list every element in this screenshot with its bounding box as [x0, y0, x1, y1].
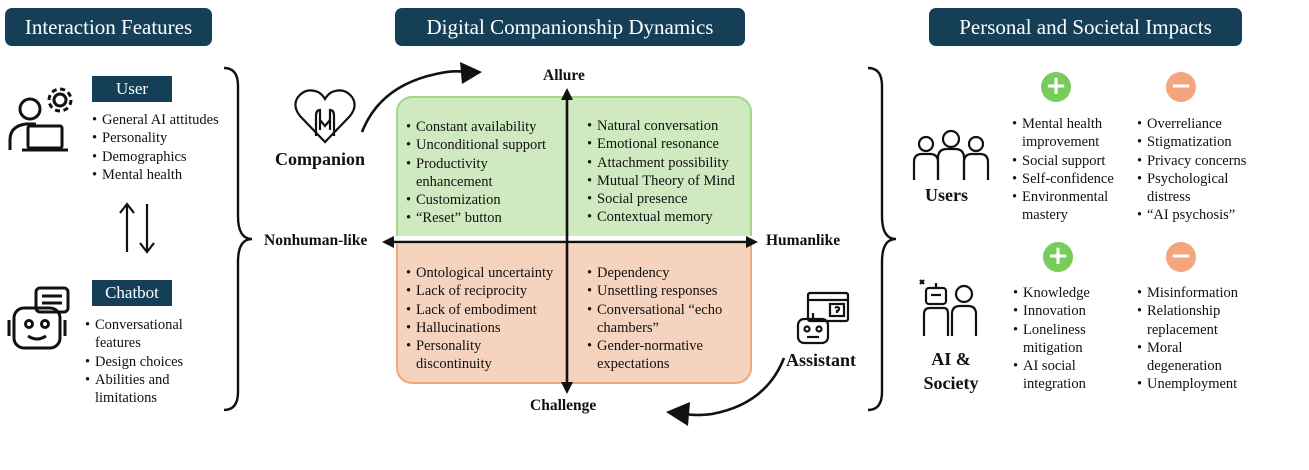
- heart-hands-icon: [294, 89, 356, 144]
- list-item: Customization: [406, 191, 566, 210]
- axis-label-nonhuman-like: Nonhuman-like: [264, 232, 368, 249]
- list-item: Unconditional support: [406, 136, 566, 155]
- list-item: Ontological uncertainty: [406, 264, 566, 283]
- list-item: Attachment possibility: [587, 154, 749, 173]
- users-positive-icon: +: [1041, 72, 1071, 102]
- chatbot-robot-icon: [7, 286, 70, 350]
- list-item: Lack of reciprocity: [406, 282, 566, 301]
- ai-society-positive-list: Knowledge Innovation Loneliness mitigati…: [1013, 284, 1113, 394]
- users-negative-icon: −: [1166, 72, 1196, 102]
- list-item: Conversational features: [85, 316, 205, 353]
- axis-label-challenge: Challenge: [530, 397, 597, 414]
- list-item: Lack of embodiment: [406, 301, 566, 320]
- header-personal-societal-impacts: Personal and Societal Impacts: [929, 8, 1242, 46]
- list-item: Self-confidence: [1012, 170, 1124, 189]
- list-item: Abilities and limitations: [85, 371, 205, 408]
- left-brace: [223, 66, 253, 412]
- list-item: Gender-normative expectations: [587, 337, 729, 374]
- list-item: Demographics: [92, 148, 232, 167]
- assistant-label: Assistant: [786, 350, 857, 370]
- ai-society-icon: [919, 279, 978, 336]
- list-item: Privacy concerns: [1137, 152, 1257, 171]
- list-item: Mental health improvement: [1012, 115, 1122, 152]
- list-item: Innovation: [1013, 302, 1113, 321]
- ai-society-negative-icon: −: [1166, 242, 1196, 272]
- chatbot-features-list: Conversational features Design choices A…: [85, 316, 205, 407]
- list-item: Loneliness mitigation: [1013, 321, 1113, 358]
- list-item: Dependency: [587, 264, 737, 283]
- list-item: Personality: [92, 129, 232, 148]
- list-item: “AI psychosis”: [1137, 206, 1257, 225]
- user-laptop-gear-icon: [8, 87, 73, 152]
- users-label: Users: [925, 185, 968, 205]
- list-item: Design choices: [85, 353, 205, 372]
- ai-society-negative-list: Misinformation Relationship replacement …: [1137, 284, 1249, 394]
- list-item: Productivity enhancement: [406, 155, 536, 192]
- users-negative-list: Overreliance Stigmatization Privacy conc…: [1137, 115, 1257, 225]
- axis-label-humanlike: Humanlike: [766, 232, 841, 249]
- allure-nonhuman-list: Constant availability Unconditional supp…: [406, 118, 566, 228]
- list-item: Emotional resonance: [587, 135, 749, 154]
- list-item: Knowledge: [1013, 284, 1113, 303]
- user-label: User: [92, 76, 172, 102]
- list-item: Personality discontinuity: [406, 337, 526, 374]
- challenge-humanlike-list: Dependency Unsettling responses Conversa…: [587, 264, 737, 374]
- list-item: Moral degeneration: [1137, 339, 1249, 376]
- users-positive-list: Mental health improvement Social support…: [1012, 115, 1124, 225]
- list-item: Social support: [1012, 152, 1124, 171]
- list-item: Unemployment: [1137, 375, 1249, 394]
- chatbot-label: Chatbot: [92, 280, 172, 306]
- list-item: Hallucinations: [406, 319, 566, 338]
- allure-humanlike-list: Natural conversation Emotional resonance…: [587, 117, 749, 227]
- list-item: “Reset” button: [406, 209, 566, 228]
- list-item: Mental health: [92, 166, 232, 185]
- list-item: Misinformation: [1137, 284, 1249, 303]
- header-interaction-features: Interaction Features: [5, 8, 212, 46]
- header-digital-companionship-dynamics: Digital Companionship Dynamics: [395, 8, 745, 46]
- challenge-nonhuman-list: Ontological uncertainty Lack of reciproc…: [406, 264, 566, 374]
- users-group-icon: [912, 129, 990, 180]
- companion-label: Companion: [275, 149, 366, 169]
- companion-to-allure-arrow: [360, 62, 482, 133]
- list-item: General AI attitudes: [92, 111, 232, 130]
- ai-society-positive-icon: +: [1043, 242, 1073, 272]
- list-item: Stigmatization: [1137, 133, 1257, 152]
- list-item: AI social integration: [1013, 357, 1113, 394]
- list-item: Overreliance: [1137, 115, 1257, 134]
- user-features-list: General AI attitudes Personality Demogra…: [92, 111, 232, 184]
- list-item: Relationship replacement: [1137, 302, 1249, 339]
- bidirectional-arrows-icon: [119, 202, 155, 254]
- right-brace: [867, 66, 897, 412]
- list-item: Environmental mastery: [1012, 188, 1122, 225]
- assistant-robot-icon: [796, 291, 850, 345]
- list-item: Unsettling responses: [587, 282, 737, 301]
- list-item: Constant availability: [406, 118, 566, 137]
- assistant-to-challenge-arrow: [666, 357, 786, 426]
- list-item: Natural conversation: [587, 117, 749, 136]
- axis-label-allure: Allure: [543, 67, 585, 84]
- list-item: Social presence: [587, 190, 749, 209]
- ai-society-label: AI & Society: [923, 349, 979, 393]
- dynamics-axes: [382, 88, 758, 394]
- list-item: Contextual memory: [587, 208, 749, 227]
- list-item: Conversational “echo chambers”: [587, 301, 737, 338]
- list-item: Mutual Theory of Mind: [587, 172, 749, 191]
- list-item: Psychological distress: [1137, 170, 1247, 207]
